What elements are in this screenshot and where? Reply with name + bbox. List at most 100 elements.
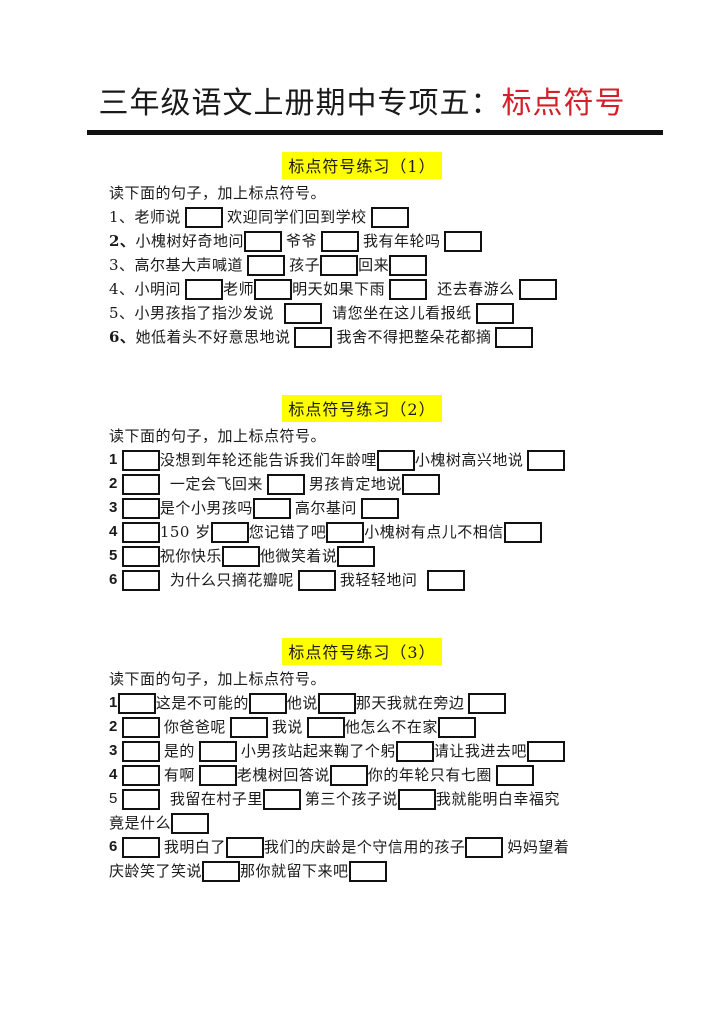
answer-box[interactable]: [121, 764, 160, 786]
sentence-fragment: 小槐树高兴地说: [414, 451, 524, 469]
exercise-line: 6 我明白了 我们的庆龄是个守信用的孩子 妈妈望着: [109, 835, 629, 859]
answer-box[interactable]: [198, 740, 237, 762]
answer-box[interactable]: [444, 230, 483, 252]
answer-box[interactable]: [320, 254, 359, 276]
answer-box[interactable]: [320, 230, 359, 252]
sentence-fragment: 妈妈望着: [507, 838, 570, 856]
answer-box[interactable]: [117, 692, 156, 714]
answer-box[interactable]: [475, 302, 514, 324]
answer-box[interactable]: [121, 545, 160, 567]
answer-box[interactable]: [401, 473, 440, 495]
answer-box[interactable]: [121, 473, 160, 495]
answer-box[interactable]: [121, 497, 160, 519]
exercise-line: 4 150 岁 您记错了吧 小槐树有点儿不相信: [109, 520, 629, 544]
sentence-fragment: 我有年轮吗: [362, 232, 441, 250]
exercise-section-3: 标点符号练习（3） 读下面的句子，加上标点符号。 1 这是不可能的 他说 那天我…: [109, 638, 629, 883]
answer-box[interactable]: [468, 692, 507, 714]
section-heading: 标点符号练习（3）: [0, 638, 724, 668]
answer-box[interactable]: [395, 740, 434, 762]
sentence-fragment: 是个小男孩吗: [159, 499, 253, 517]
answer-box[interactable]: [526, 740, 565, 762]
answer-box[interactable]: [389, 254, 428, 276]
answer-box[interactable]: [121, 449, 160, 471]
answer-box[interactable]: [348, 860, 387, 882]
answer-box[interactable]: [210, 521, 249, 543]
answer-box[interactable]: [427, 569, 466, 591]
title-divider: [87, 130, 663, 135]
answer-box[interactable]: [503, 521, 542, 543]
sentence-fragment: 男孩肯定地说: [308, 475, 402, 493]
sentence-fragment: 老师: [223, 280, 255, 298]
item-number: 4: [109, 766, 118, 783]
sentence-fragment: 小男孩指了指沙发说: [134, 304, 275, 322]
answer-box[interactable]: [121, 716, 160, 738]
sentence-fragment: 我说: [271, 718, 303, 736]
answer-box[interactable]: [397, 788, 436, 810]
answer-box[interactable]: [326, 521, 365, 543]
answer-box[interactable]: [306, 716, 345, 738]
exercise-line: 2 你爸爸呢 我说 他怎么不在家: [109, 715, 629, 739]
answer-box[interactable]: [229, 716, 268, 738]
answer-box[interactable]: [317, 692, 356, 714]
sentence-fragment: 一定会飞回来: [169, 475, 263, 493]
exercise-line: 2、 小槐树好奇地问 爷爷 我有年轮吗: [109, 229, 629, 253]
exercise-line: 6、 她低着头不好意思地说 我舍不得把整朵花都摘: [109, 325, 629, 349]
answer-box[interactable]: [370, 206, 409, 228]
exercise-line-continuation: 庆龄笑了笑说 那你就留下来吧: [109, 859, 629, 883]
exercise-line: 5 祝你快乐 他微笑着说: [109, 544, 629, 568]
answer-box[interactable]: [248, 692, 287, 714]
item-number: 2、: [109, 232, 136, 250]
answer-box[interactable]: [329, 764, 368, 786]
answer-box[interactable]: [171, 812, 210, 834]
sentence-fragment: 小槐树有点儿不相信: [364, 523, 504, 541]
instruction-text: 读下面的句子，加上标点符号。: [109, 184, 327, 202]
answer-box[interactable]: [121, 521, 160, 543]
answer-box[interactable]: [465, 836, 504, 858]
answer-box[interactable]: [202, 860, 241, 882]
answer-box[interactable]: [254, 278, 293, 300]
sentence-fragment: 明天如果下雨: [292, 280, 386, 298]
item-number: 5: [109, 790, 118, 807]
answer-box[interactable]: [121, 788, 160, 810]
item-number: 1: [109, 694, 118, 711]
exercise-line: 5、 小男孩指了指沙发说 请您坐在这儿看报纸: [109, 301, 629, 325]
answer-box[interactable]: [437, 716, 476, 738]
answer-box[interactable]: [121, 836, 160, 858]
answer-box[interactable]: [221, 545, 260, 567]
sentence-fragment: 是的: [163, 742, 195, 760]
answer-box[interactable]: [518, 278, 557, 300]
sentence-fragment: 他说: [286, 694, 318, 712]
answer-box[interactable]: [121, 740, 160, 762]
answer-box[interactable]: [225, 836, 264, 858]
answer-box[interactable]: [185, 206, 224, 228]
answer-box[interactable]: [389, 278, 428, 300]
answer-box[interactable]: [252, 497, 291, 519]
item-number: 1、: [109, 208, 135, 226]
answer-box[interactable]: [247, 254, 286, 276]
answer-box[interactable]: [262, 788, 301, 810]
answer-box[interactable]: [185, 278, 224, 300]
answer-box[interactable]: [337, 545, 376, 567]
item-number: 3: [109, 742, 118, 759]
answer-box[interactable]: [360, 497, 399, 519]
item-number: 6、: [109, 328, 136, 346]
exercise-line: 5 我留在村子里 第三个孩子说 我就能明白幸福究: [109, 787, 629, 811]
instruction-text: 读下面的句子，加上标点符号。: [109, 670, 327, 688]
item-number: 3: [109, 499, 118, 516]
answer-box[interactable]: [266, 473, 305, 495]
answer-box[interactable]: [495, 326, 534, 348]
item-number: 6: [109, 838, 118, 855]
answer-box[interactable]: [294, 326, 333, 348]
answer-box[interactable]: [495, 764, 534, 786]
exercise-line: 4、 小明问 老师 明天如果下雨 还去春游么: [109, 277, 629, 301]
answer-box[interactable]: [198, 764, 237, 786]
sentence-fragment: 小槐树好奇地问: [135, 232, 244, 250]
answer-box[interactable]: [284, 302, 323, 324]
answer-box[interactable]: [376, 449, 415, 471]
sentence-fragment: 我轻轻地问: [339, 571, 418, 589]
answer-box[interactable]: [243, 230, 282, 252]
answer-box[interactable]: [121, 569, 160, 591]
answer-box[interactable]: [297, 569, 336, 591]
sentence-fragment: 爷爷: [285, 232, 317, 250]
answer-box[interactable]: [527, 449, 566, 471]
